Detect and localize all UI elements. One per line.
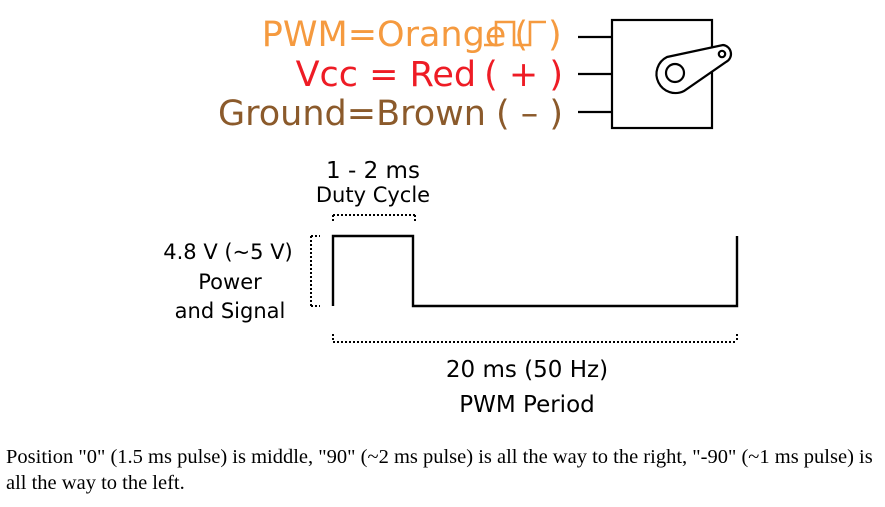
duty-cycle-bracket xyxy=(332,214,416,223)
duty-cycle-label: Duty Cycle xyxy=(316,183,430,207)
vcc-color-name: Red xyxy=(410,55,477,95)
ground-color-name: Brown xyxy=(376,94,486,134)
vcc-name: Vcc xyxy=(296,55,358,95)
pwm-name: PWM xyxy=(262,15,348,55)
pwm-waveform xyxy=(331,234,739,308)
ground-wire-label: Ground=Brown( – ) xyxy=(218,94,563,134)
ground-equals: = xyxy=(347,94,376,134)
period-label: PWM Period xyxy=(459,392,594,418)
servo-motor-icon xyxy=(578,18,733,130)
vcc-wire-label: Vcc = Red( + ) xyxy=(296,55,563,95)
pulse-wave-icon xyxy=(484,20,546,47)
voltage-value: 4.8 V (~5 V) xyxy=(163,240,293,264)
pwm-symbol-open: ( xyxy=(514,15,528,55)
vcc-symbol: ( + ) xyxy=(484,55,563,95)
vcc-equals: = xyxy=(358,55,410,95)
servo-horn-hole xyxy=(717,49,727,59)
servo-pwm-diagram: PWM=Orange( ) Vcc = Red( + ) Ground=Brow… xyxy=(163,15,739,418)
servo-shaft xyxy=(664,62,686,84)
caption-text: Position "0" (1.5 ms pulse) is middle, "… xyxy=(6,446,873,494)
voltage-label-signal: and Signal xyxy=(175,299,286,323)
pwm-wire-label: PWM=Orange( xyxy=(262,15,528,55)
pwm-color-name: Orange xyxy=(377,15,506,55)
period-bracket xyxy=(332,334,738,343)
duty-cycle-value: 1 - 2 ms xyxy=(326,158,420,184)
voltage-bracket xyxy=(310,235,320,307)
ground-symbol: ( – ) xyxy=(496,94,563,134)
pwm-equals: = xyxy=(348,15,377,55)
voltage-label-power: Power xyxy=(198,270,262,294)
ground-name: Ground xyxy=(218,94,347,134)
pwm-symbol-close: ) xyxy=(548,15,562,55)
period-value: 20 ms (50 Hz) xyxy=(446,357,608,383)
